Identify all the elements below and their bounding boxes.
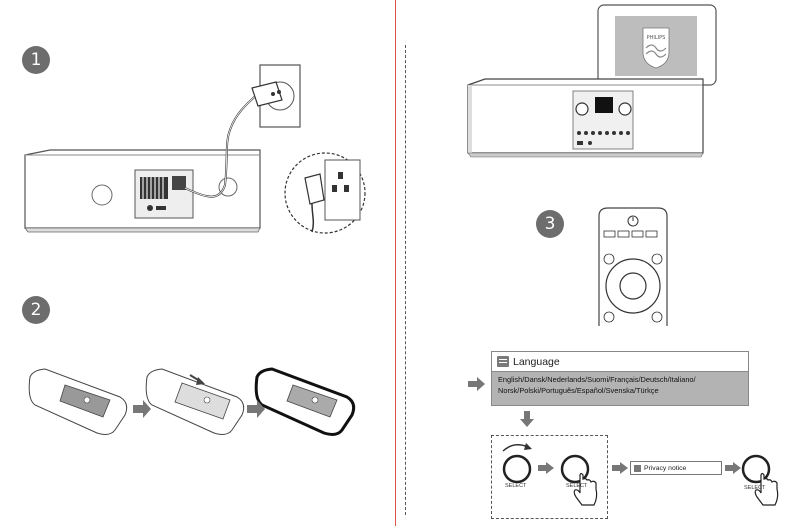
arrow-right-icon bbox=[133, 400, 151, 418]
language-menu: Language English/Dansk/Nederlands/Suomi/… bbox=[491, 351, 749, 406]
ok-button-icon bbox=[619, 272, 647, 300]
language-options[interactable]: English/Dansk/Nederlands/Suomi/Français/… bbox=[492, 372, 748, 405]
menu-list-icon bbox=[634, 464, 641, 472]
step-2-badge: 2 bbox=[22, 296, 50, 324]
display-inset-illustration: PHILIPS bbox=[597, 4, 717, 86]
dashed-guide-line bbox=[405, 45, 406, 515]
knob-right-icon bbox=[618, 102, 632, 116]
arrow-right-icon bbox=[538, 462, 554, 474]
remote-battery-illustration bbox=[28, 367, 356, 436]
screen-icon bbox=[595, 97, 613, 113]
language-options-line1: English/Dansk/Nederlands/Suomi/Français/… bbox=[498, 375, 696, 384]
rear-port-right-icon bbox=[218, 177, 238, 197]
philips-wordmark: PHILIPS bbox=[647, 35, 666, 41]
hand-press-icon bbox=[754, 472, 779, 506]
select-label: SELECT bbox=[744, 485, 766, 491]
hand-press-icon bbox=[573, 472, 598, 506]
menu-list-icon bbox=[497, 356, 509, 367]
select-knob-rotate-icon[interactable] bbox=[498, 441, 538, 483]
arrow-right-icon bbox=[468, 377, 485, 391]
arrow-down-icon bbox=[520, 411, 534, 427]
rear-port-left-icon bbox=[91, 184, 113, 206]
remote-open bbox=[28, 368, 128, 435]
remote-control-illustration bbox=[598, 207, 668, 326]
select-group-frame bbox=[491, 435, 608, 519]
step-3-badge: 3 bbox=[536, 210, 564, 238]
step-1-badge: 1 bbox=[22, 46, 50, 74]
remote-inserting bbox=[145, 368, 245, 435]
arrow-right-icon bbox=[725, 462, 741, 474]
select-label: SELECT bbox=[566, 483, 588, 489]
privacy-notice-label: Privacy notice bbox=[644, 464, 687, 472]
select-knob-press-icon[interactable] bbox=[560, 453, 602, 513]
center-divider bbox=[395, 0, 396, 526]
arrow-right-icon bbox=[612, 462, 628, 474]
knob-left-icon bbox=[575, 102, 589, 116]
select-knob-press-final-icon[interactable] bbox=[741, 453, 785, 513]
radio-front-illustration bbox=[467, 78, 704, 158]
language-options-line2: Norsk/Polski/Português/Español/Svenska/T… bbox=[498, 385, 659, 395]
privacy-notice-bar[interactable]: Privacy notice bbox=[630, 461, 722, 475]
select-label: SELECT bbox=[505, 483, 527, 489]
arrow-right-icon bbox=[247, 400, 265, 418]
radio-rear-power-illustration bbox=[24, 64, 366, 234]
language-menu-title: Language bbox=[513, 355, 560, 368]
remote-closed bbox=[254, 367, 356, 436]
